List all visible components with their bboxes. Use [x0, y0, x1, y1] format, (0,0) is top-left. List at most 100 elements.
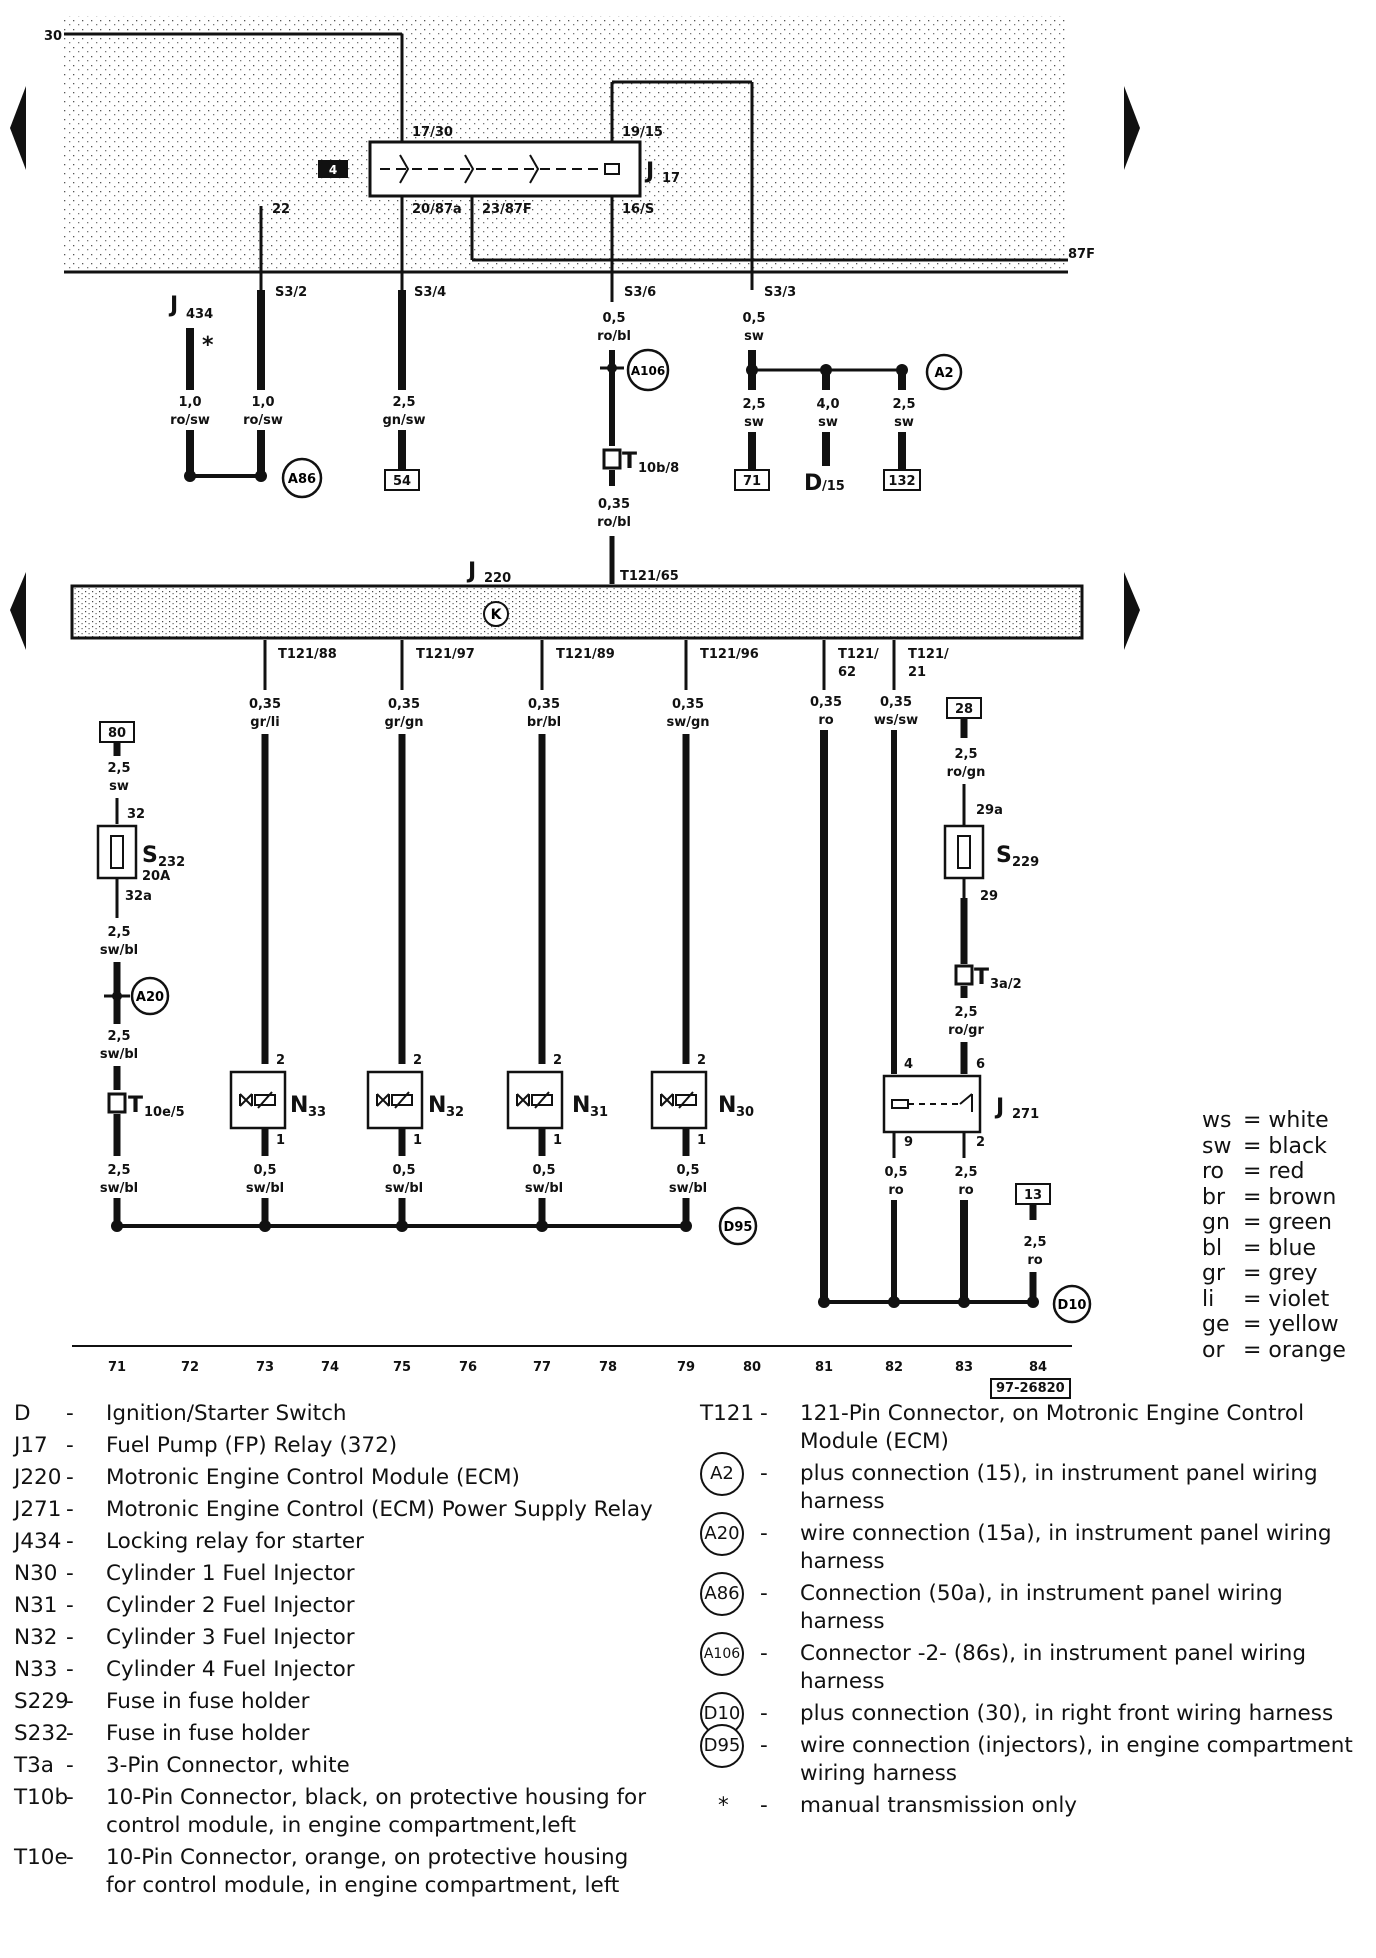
legend-description: Ignition/Starter Switch [106, 1401, 347, 1426]
legend-description: 10-Pin Connector, black, on protective h… [106, 1785, 647, 1838]
track-number: 81 [814, 1360, 834, 1375]
color-key-row: gr = grey [1202, 1261, 1346, 1287]
color-name: green [1268, 1210, 1332, 1235]
legend-item: T3a-3-Pin Connector, white [14, 1752, 664, 1780]
wire-size: 2,5 [107, 761, 130, 776]
ECM-K-symbol [483, 601, 509, 627]
color-key-row: li = violet [1202, 1287, 1346, 1313]
legend-code: N33 [14, 1657, 58, 1682]
legend-dash: - [760, 1793, 768, 1818]
color-abbr: gn [1202, 1210, 1230, 1235]
left-arrow-icon[interactable] [10, 86, 26, 170]
S3-2-label: S3/2 [275, 285, 307, 300]
color-abbr: or [1202, 1337, 1225, 1363]
legend-dash: - [66, 1593, 74, 1618]
legend-description: Fuse in fuse holder [106, 1721, 310, 1746]
wire-size: 0,35 [249, 697, 281, 712]
pin-20-87a: 20/87a [412, 202, 462, 217]
wire-color: sw/bl [246, 1181, 284, 1196]
wire-size: 2,5 [107, 1163, 130, 1178]
wire-size: 1,0 [251, 395, 274, 410]
legend-description: wire connection (injectors), in engine c… [800, 1733, 1353, 1786]
wiring-diagram: 30 87F J J 17 4 17/30 19/15 20/87a 23/87… [10, 16, 1140, 1347]
injector-N32: N 32 [366, 1070, 464, 1130]
pin-T121-88: T121/88 [278, 647, 337, 662]
left-arrow-icon[interactable] [10, 572, 26, 650]
legend-code: D [14, 1401, 31, 1426]
N33-label: N [290, 1093, 308, 1118]
N30-label: N [718, 1093, 736, 1118]
track-number: 75 [392, 1360, 412, 1375]
J271-pin-4: 4 [904, 1057, 913, 1072]
wire-color: sw/bl [525, 1181, 563, 1196]
pin-T121-97: T121/97 [416, 647, 475, 662]
track-number: 79 [676, 1360, 696, 1375]
track-number: 83 [954, 1360, 974, 1375]
equals-sign: = [1236, 1210, 1269, 1235]
J434-label: J [168, 293, 178, 318]
S229-pin-29: 29 [980, 889, 998, 904]
wire-color: ro/bl [597, 329, 631, 344]
legend-item: A86-Connection (50a), in instrument pane… [700, 1572, 1360, 1636]
color-abbr: gr [1202, 1261, 1226, 1286]
ref-132-label: 132 [888, 474, 915, 489]
color-name: yellow [1268, 1312, 1339, 1337]
legend-description: Fuel Pump (FP) Relay (372) [106, 1433, 398, 1458]
pin-2: 2 [697, 1053, 706, 1068]
legend-dash: - [760, 1641, 768, 1666]
J434-label-sub: 434 [186, 307, 213, 322]
pin-T121-96: T121/96 [700, 647, 759, 662]
legend-code: * [718, 1793, 729, 1818]
pin-T121-65: T121/65 [620, 569, 679, 584]
legend-dash: - [66, 1433, 74, 1458]
legend-code: N30 [14, 1561, 58, 1586]
legend-code: T3a [14, 1753, 54, 1778]
relay-J271: J 271 [882, 1074, 1039, 1134]
wire-size: 4,0 [816, 397, 839, 412]
color-name: brown [1268, 1184, 1337, 1210]
connector-D95-label: D95 [724, 1220, 753, 1235]
wire-color: sw/gn [666, 715, 709, 730]
wire-size: 0,5 [884, 1165, 907, 1180]
connector-A2-label: A2 [934, 366, 953, 381]
wire-size: 2,5 [742, 397, 765, 412]
legend-dash: - [66, 1689, 74, 1714]
legend-item: N32-Cylinder 3 Fuel Injector [14, 1624, 664, 1652]
color-key-row: gn = green [1202, 1210, 1346, 1236]
wire-size: 2,5 [954, 1165, 977, 1180]
color-key-row: sw = black [1202, 1134, 1346, 1160]
wire-size: 2,5 [954, 747, 977, 762]
N31-label: N [572, 1093, 590, 1118]
right-arrow-icon[interactable] [1124, 86, 1140, 170]
track-number: 80 [742, 1360, 762, 1375]
N32-label-sub: 32 [446, 1105, 464, 1120]
S3-4-label: S3/4 [414, 285, 446, 300]
wire-color: sw [744, 329, 764, 344]
pin-2: 2 [276, 1053, 285, 1068]
legend-code: J434 [14, 1529, 62, 1554]
track-number: 71 [107, 1360, 127, 1375]
T10b8-connector [602, 448, 622, 470]
connector-A20 [130, 976, 170, 1016]
figure-id: 97-26820 [990, 1378, 1071, 1399]
color-key-row: ro = red [1202, 1159, 1346, 1185]
legend-code: S232 [14, 1721, 69, 1746]
color-abbr: sw [1202, 1133, 1232, 1159]
legend-item: N31-Cylinder 2 Fuel Injector [14, 1592, 664, 1620]
legend-item: J434-Locking relay for starter [14, 1528, 664, 1556]
pin-T121-21: T121/ [908, 647, 949, 662]
wire-color: ro [958, 1183, 973, 1198]
ref-D15-label-sub: /15 [822, 479, 845, 494]
track-number: 72 [180, 1360, 200, 1375]
ECM-J220 [70, 584, 1084, 640]
wire-color: ro [1027, 1253, 1042, 1268]
color-key-row: bl = blue [1202, 1236, 1346, 1262]
equals-sign: = [1236, 1184, 1269, 1210]
pin-T121-62: T121/ [838, 647, 879, 662]
legend-description: 10-Pin Connector, orange, on protective … [106, 1845, 629, 1898]
legend-description: wire connection (15a), in instrument pan… [800, 1521, 1332, 1574]
wire-size: 2,5 [107, 1029, 130, 1044]
injector-pin-labels: 2 2 2 2 1 1 1 1 [276, 1053, 706, 1148]
right-arrow-icon[interactable] [1124, 572, 1140, 650]
